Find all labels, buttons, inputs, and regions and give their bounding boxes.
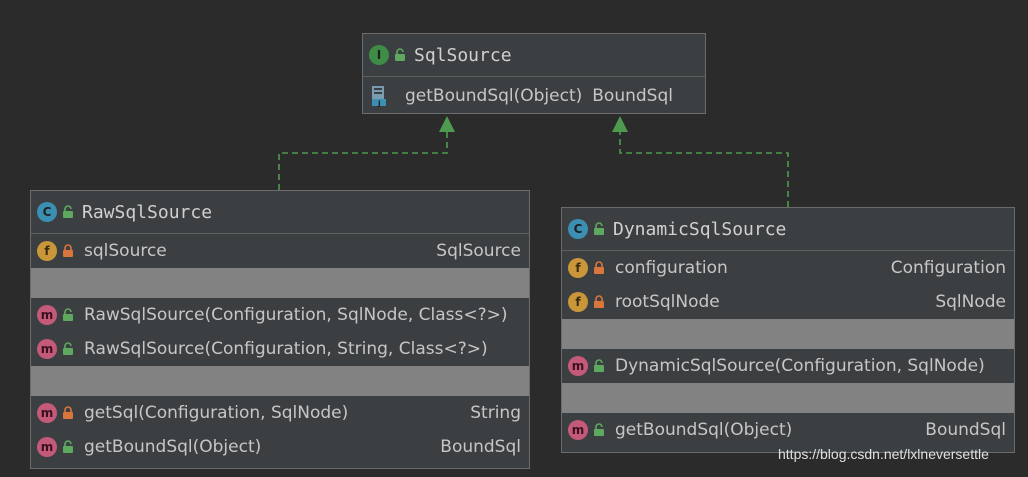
method-icon: m	[37, 403, 57, 423]
raw-implements-arrowhead	[439, 116, 455, 132]
field-name: rootSqlNode	[615, 292, 720, 312]
method-row[interactable]: m getSql(Configuration, SqlNode) String	[31, 396, 529, 430]
class-header: I SqlSource	[363, 34, 705, 77]
field-name: sqlSource	[84, 241, 167, 261]
constructor-name: DynamicSqlSource(Configuration, SqlNode)	[615, 356, 985, 376]
dynamic-implements-line	[619, 132, 789, 207]
field-icon: f	[568, 292, 588, 312]
public-lock-icon	[62, 440, 74, 454]
section-divider	[562, 319, 1014, 349]
class-header: C DynamicSqlSource	[562, 208, 1014, 251]
field-icon: f	[37, 241, 57, 261]
method-name: getBoundSql(Object)	[405, 86, 583, 106]
class-icon: C	[568, 219, 588, 239]
class-box-dynamicsqlsource[interactable]: C DynamicSqlSource f configuration Confi…	[561, 207, 1015, 453]
method-icon: m	[37, 437, 57, 457]
class-name: SqlSource	[414, 44, 512, 66]
method-icon: m	[568, 420, 588, 440]
public-lock-icon	[394, 48, 406, 62]
field-row[interactable]: f configuration Configuration	[562, 251, 1014, 285]
constructor-row[interactable]: m DynamicSqlSource(Configuration, SqlNod…	[562, 349, 1014, 383]
constructor-row[interactable]: m RawSqlSource(Configuration, SqlNode, C…	[31, 298, 529, 332]
field-type: Configuration	[890, 258, 1006, 278]
class-name: RawSqlSource	[82, 201, 213, 223]
class-header: C RawSqlSource	[31, 191, 529, 234]
section-divider	[31, 268, 529, 298]
class-box-sqlsource[interactable]: I SqlSource J getBoundSql(Object) BoundS…	[362, 33, 706, 114]
watermark: https://blog.csdn.net/lxlneversettle	[778, 446, 989, 462]
section-divider	[562, 383, 1014, 413]
method-icon: m	[37, 339, 57, 359]
field-name: configuration	[615, 258, 728, 278]
dynamic-implements-arrowhead	[612, 116, 628, 132]
abstract-method-icon: J	[369, 84, 393, 108]
method-row[interactable]: m getBoundSql(Object) BoundSql	[562, 413, 1014, 447]
method-name: getSql(Configuration, SqlNode)	[84, 403, 349, 423]
method-icon: m	[37, 305, 57, 325]
section-divider	[31, 366, 529, 396]
method-return-type: BoundSql	[925, 420, 1006, 440]
class-box-rawsqlsource[interactable]: C RawSqlSource f sqlSource SqlSource m R…	[30, 190, 530, 469]
private-lock-icon	[593, 295, 605, 309]
class-icon: C	[37, 202, 57, 222]
field-row[interactable]: f rootSqlNode SqlNode	[562, 285, 1014, 319]
field-row[interactable]: f sqlSource SqlSource	[31, 234, 529, 268]
public-lock-icon	[62, 342, 74, 356]
field-icon: f	[568, 258, 588, 278]
public-lock-icon	[593, 222, 605, 236]
method-row[interactable]: m getBoundSql(Object) BoundSql	[31, 430, 529, 464]
public-lock-icon	[593, 423, 605, 437]
method-row[interactable]: J getBoundSql(Object) BoundSql	[363, 77, 705, 115]
private-lock-icon	[62, 244, 74, 258]
private-lock-icon	[593, 261, 605, 275]
svg-text:J: J	[377, 100, 381, 108]
constructor-name: RawSqlSource(Configuration, SqlNode, Cla…	[84, 305, 508, 325]
field-type: SqlSource	[436, 241, 521, 261]
public-lock-icon	[593, 359, 605, 373]
method-return-type: BoundSql	[592, 86, 673, 106]
field-type: SqlNode	[935, 292, 1006, 312]
raw-implements-line	[278, 132, 448, 190]
class-name: DynamicSqlSource	[613, 218, 787, 240]
public-lock-icon	[62, 308, 74, 322]
constructor-row[interactable]: m RawSqlSource(Configuration, String, Cl…	[31, 332, 529, 366]
method-return-type: BoundSql	[440, 437, 521, 457]
method-return-type: String	[470, 403, 521, 423]
private-lock-icon	[62, 406, 74, 420]
constructor-name: RawSqlSource(Configuration, String, Clas…	[84, 339, 488, 359]
method-name: getBoundSql(Object)	[615, 420, 793, 440]
public-lock-icon	[62, 205, 74, 219]
method-icon: m	[568, 356, 588, 376]
interface-icon: I	[369, 45, 389, 65]
method-name: getBoundSql(Object)	[84, 437, 262, 457]
